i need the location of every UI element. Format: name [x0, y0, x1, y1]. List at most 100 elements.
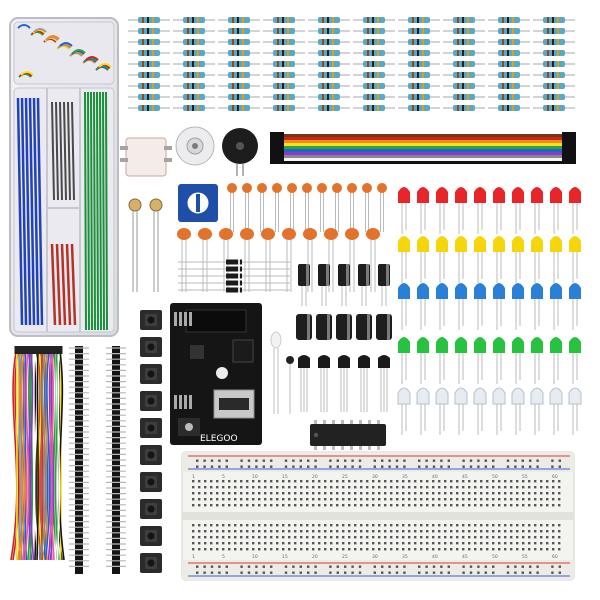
diodes [178, 259, 290, 293]
resistor-band [142, 94, 144, 100]
led [455, 283, 467, 299]
breadboard-hole [252, 498, 255, 501]
breadboard-hole [468, 548, 471, 551]
transistor [378, 355, 390, 368]
diode [226, 259, 242, 265]
breadboard-hole [516, 548, 519, 551]
breadboard-hole [546, 542, 549, 545]
led [455, 337, 467, 353]
wire-connector [47, 346, 51, 354]
resistor-band [242, 39, 244, 45]
breadboard-hole [384, 542, 387, 545]
breadboard-hole [528, 536, 531, 539]
breadboard-hole [318, 504, 321, 507]
resistor-band [237, 28, 239, 34]
resistor-band [422, 39, 424, 45]
led [531, 236, 543, 252]
rail-hole [395, 459, 399, 462]
ribbon-strand [282, 149, 562, 152]
breadboard-hole [318, 524, 321, 527]
breadboard-hole [522, 536, 525, 539]
breadboard-hole [342, 536, 345, 539]
breadboard-hole [384, 498, 387, 501]
ceramic-capacitor [362, 183, 372, 193]
rail-hole [529, 565, 532, 568]
breadboard-hole [276, 504, 279, 507]
rail-hole [284, 465, 288, 468]
breadboard-hole [420, 498, 423, 501]
resistor-band [557, 83, 559, 89]
breadboard-hole [330, 530, 333, 533]
chip-pin [323, 420, 326, 424]
resistor-band [187, 72, 189, 78]
resistor-band [232, 105, 234, 111]
breadboard-hole [402, 498, 405, 501]
ceramic-capacitor [332, 183, 342, 193]
breadboard-hole [360, 548, 363, 551]
breadboard-hole [342, 480, 345, 483]
breadboard-hole [366, 548, 369, 551]
breadboard-hole [306, 492, 309, 495]
resistor-band [242, 105, 244, 111]
breadboard-hole [528, 542, 531, 545]
rail-hole [247, 565, 251, 568]
breadboard-hole [270, 504, 273, 507]
breadboard-hole [330, 542, 333, 545]
breadboard-hole [282, 498, 285, 501]
rail-hole [314, 565, 317, 568]
rail-hole [558, 565, 561, 568]
breadboard-hole [426, 486, 429, 489]
breadboard-hole [528, 492, 531, 495]
breadboard-hole [198, 530, 201, 533]
short-wire [72, 49, 86, 54]
ceramic-capacitor [324, 228, 338, 240]
breadboard-hole [222, 524, 225, 527]
breadboard-hole [330, 524, 333, 527]
short-jumper-wires [17, 24, 112, 78]
breadboard-hole [336, 548, 339, 551]
breadboard-hole [504, 536, 507, 539]
chip-pin [332, 446, 335, 450]
breadboard-hole [444, 486, 447, 489]
breadboard-hole [234, 498, 237, 501]
breadboard-hole [270, 548, 273, 551]
rail-hole [536, 565, 539, 568]
breadboard-hole [228, 498, 231, 501]
breadboard-hole [198, 548, 201, 551]
breadboard-hole [390, 530, 393, 533]
led [398, 187, 410, 203]
resistor-band [557, 72, 559, 78]
rail-hole [358, 571, 362, 574]
rail-hole [196, 571, 199, 574]
ribbon-strand [282, 134, 562, 137]
resistor-band [152, 17, 154, 23]
breadboard-hole [378, 492, 381, 495]
breadboard-hole [402, 530, 405, 533]
rail-hole [373, 465, 376, 468]
breadboard-hole [204, 504, 207, 507]
breadboard-hole [378, 530, 381, 533]
transistors [298, 355, 390, 412]
breadboard-hole [312, 480, 315, 483]
rail-hole [425, 465, 428, 468]
breadboard-hole [204, 486, 207, 489]
breadboard-hole [306, 480, 309, 483]
breadboard-hole [486, 504, 489, 507]
breadboard-hole [270, 480, 273, 483]
breadboard-hole [468, 524, 471, 527]
breadboard-hole [216, 536, 219, 539]
resistor-band [187, 105, 189, 111]
breadboard-hole [318, 480, 321, 483]
wire-connector [33, 346, 37, 354]
rail-hole [329, 465, 332, 468]
rail-hole [388, 459, 391, 462]
breadboard-hole [450, 536, 453, 539]
breadboard-hole [426, 542, 429, 545]
breadboard-hole [234, 492, 237, 495]
breadboard-hole [192, 548, 195, 551]
breadboard-hole [522, 524, 525, 527]
breadboard-hole [360, 542, 363, 545]
resistor-band [417, 28, 419, 34]
breadboard-hole [228, 530, 231, 533]
breadboard-hole [516, 480, 519, 483]
